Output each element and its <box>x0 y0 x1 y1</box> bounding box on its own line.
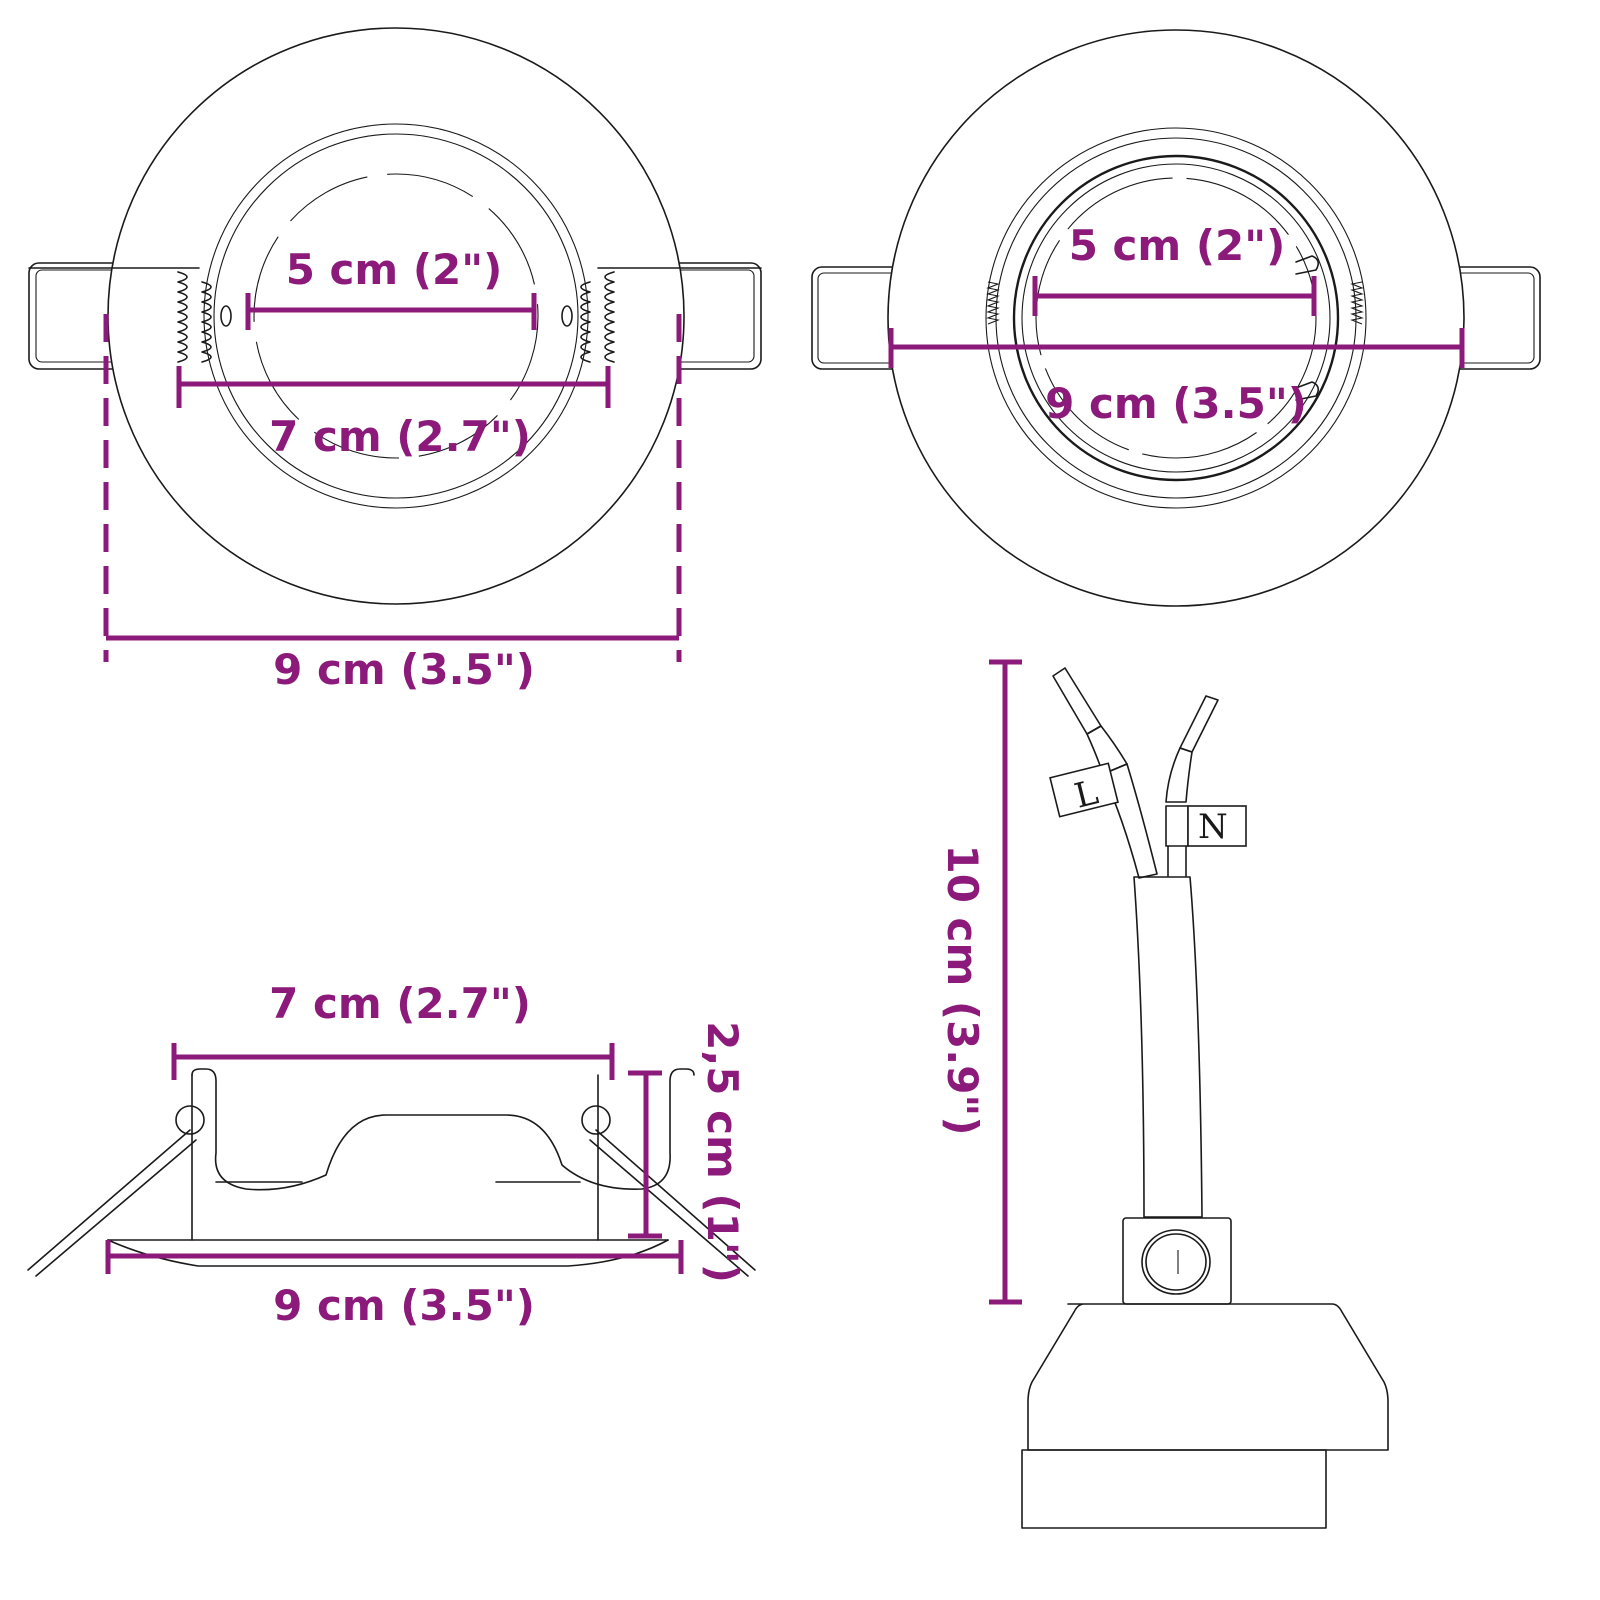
label-height: 2,5 cm (1") <box>698 1021 747 1283</box>
label-cutout: 7 cm (2.7") <box>269 412 531 461</box>
label-outer-diameter-side: 9 cm (3.5") <box>273 1281 535 1330</box>
socket-body <box>1027 1303 1389 1451</box>
label-outer-diameter: 9 cm (3.5") <box>273 645 535 694</box>
outer-ring-right <box>887 29 1465 607</box>
outer-ring <box>107 27 685 605</box>
spring-left <box>177 271 232 363</box>
side-view: 7 cm (2.7") 2,5 cm (1") 9 cm (3.5") <box>27 979 756 1330</box>
label-cable-length: 10 cm (3.9") <box>938 844 987 1135</box>
front-view-rotated: 5 cm (2") 9 cm (3.5") <box>811 29 1541 607</box>
socket-view: L N 10 cm (3.9") <box>938 659 1389 1529</box>
label-inner-diameter-right: 5 cm (2") <box>1069 221 1286 270</box>
label-cutout-side: 7 cm (2.7") <box>269 979 531 1028</box>
wire-tag-L <box>1049 762 1119 818</box>
label-inner-diameter: 5 cm (2") <box>286 245 503 294</box>
wire-tag-N <box>1187 805 1247 847</box>
socket-base <box>1021 1449 1327 1529</box>
label-outer-diameter-right: 9 cm (3.5") <box>1045 379 1307 428</box>
spring-right <box>561 271 615 363</box>
cable-sheath <box>1133 876 1203 1218</box>
wire-label-N: N <box>1198 807 1228 847</box>
front-view-with-springs: 5 cm (2") 7 cm (2.7") 9 cm (3.5") <box>28 27 762 694</box>
socket-collar <box>1122 1217 1232 1305</box>
